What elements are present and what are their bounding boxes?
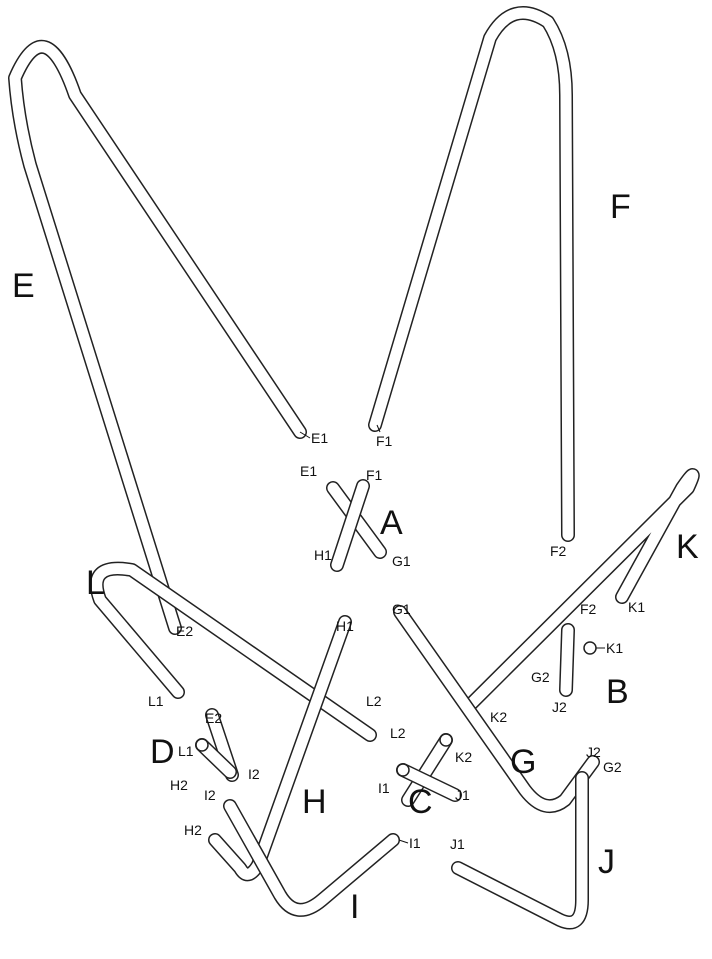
endpoint-label: F1 (376, 433, 393, 449)
tube-g (393, 605, 600, 814)
endpoint-label: I2 (204, 787, 216, 803)
endpoint-label: K1 (606, 640, 623, 656)
label-a: A (380, 504, 403, 542)
label-k: K (676, 528, 699, 566)
connector-b (559, 623, 597, 697)
endpoint-label: I1 (409, 835, 421, 851)
endpoint-label: G1 (392, 553, 411, 569)
endpoint-label: F1 (366, 467, 383, 483)
tubes (8, 6, 700, 930)
tube-i (223, 799, 400, 917)
label-f: F (610, 188, 631, 226)
connector-d (195, 708, 239, 782)
tube-j (451, 771, 589, 930)
label-e: E (12, 267, 35, 305)
endpoint-label: K1 (628, 599, 645, 615)
label-h: H (302, 783, 327, 821)
label-g: G (510, 743, 536, 781)
label-b: B (606, 673, 629, 711)
endpoint-label: H1 (314, 547, 332, 563)
endpoint-label: K2 (455, 749, 472, 765)
endpoint-label: H2 (170, 777, 188, 793)
label-l: L (86, 564, 105, 602)
label-j: J (598, 843, 615, 881)
label-d: D (150, 733, 175, 771)
endpoint-label: J1 (450, 836, 465, 852)
endpoint-label: G2 (531, 669, 550, 685)
tube-k (463, 468, 700, 712)
endpoint-label: J2 (552, 699, 567, 715)
tube-h (208, 615, 352, 882)
connector-c (396, 733, 462, 807)
endpoint-labels: E1 F1 E1 F1 G1 H1 F2 K1 F2 K1 G2 J2 G1 H… (148, 424, 645, 852)
tube-f (368, 6, 575, 542)
endpoint-label: F2 (580, 601, 597, 617)
endpoint-label: F2 (550, 543, 567, 559)
label-i: I (350, 888, 359, 926)
endpoint-label: E1 (311, 430, 328, 446)
endpoint-label: G1 (392, 601, 411, 617)
tube-e (8, 39, 307, 635)
endpoint-label: L2 (390, 725, 406, 741)
label-c: C (408, 783, 433, 821)
endpoint-label: I2 (248, 766, 260, 782)
endpoint-label: H1 (336, 618, 354, 634)
endpoint-label: L1 (178, 743, 194, 759)
endpoint-label: G2 (603, 759, 622, 775)
tube-l (89, 561, 377, 742)
connector-a (326, 479, 387, 572)
endpoint-label: J1 (455, 787, 470, 803)
part-labels: E F A K L B D H G C J I (12, 188, 699, 926)
endpoint-label: J2 (586, 744, 601, 760)
endpoint-label: E2 (205, 710, 222, 726)
endpoint-label: E2 (176, 623, 193, 639)
endpoint-label: H2 (184, 822, 202, 838)
endpoint-label: L1 (148, 693, 164, 709)
endpoint-label: L2 (366, 693, 382, 709)
endpoint-label: E1 (300, 463, 317, 479)
endpoint-label: K2 (490, 709, 507, 725)
endpoint-label: I1 (378, 780, 390, 796)
